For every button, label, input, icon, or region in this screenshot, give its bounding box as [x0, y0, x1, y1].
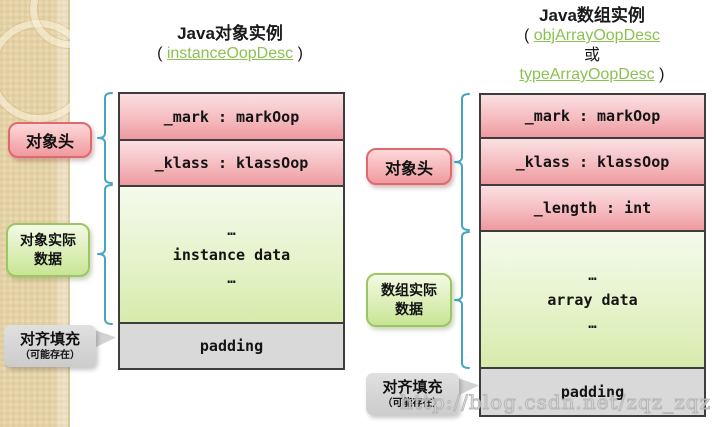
left-row-klass-label: _klass : klassOop: [154, 154, 309, 172]
right-row-mark: _mark : markOop: [481, 95, 704, 137]
ellipsis-bottom: …: [588, 315, 597, 332]
left-object-header-label: 对象头: [8, 122, 92, 158]
left-subtitle: ( instanceOopDesc ): [100, 44, 360, 64]
right-array-data-text1: 数组实际: [381, 282, 437, 298]
left-row-instance-data-label: instance data: [172, 245, 291, 264]
left-object-data-text2: 数据: [34, 251, 62, 267]
left-paren-close: ): [293, 45, 303, 62]
csdn-blog-watermark: http://blog.csdn.net/zqz_zqz: [399, 390, 712, 415]
right-row-length-label: _length : int: [533, 199, 652, 217]
left-row-instance-data: … instance data …: [120, 185, 343, 322]
right-object-header-label: 对象头: [366, 148, 452, 185]
left-instanceOopDesc-link[interactable]: instanceOopDesc: [166, 45, 294, 62]
left-row-mark-label: _mark : markOop: [163, 107, 300, 126]
right-array-data-text2: 数据: [395, 301, 423, 317]
left-row-padding-label: padding: [199, 337, 264, 355]
right-paren-close: ): [654, 66, 665, 83]
left-memory-box: _mark : markOop _klass : klassOop … inst…: [118, 92, 345, 370]
left-data-brace: [97, 184, 113, 325]
left-header-brace: [97, 92, 113, 184]
left-diagram-title: Java对象实例 ( instanceOopDesc ): [100, 23, 360, 64]
right-objArrayOopDesc-link[interactable]: objArrayOopDesc: [533, 27, 661, 44]
right-header-brace: [454, 93, 470, 231]
ellipsis-top: …: [588, 267, 597, 284]
right-subtitle-line1: ( objArrayOopDesc: [462, 26, 714, 46]
right-memory-box: _mark : markOop _klass : klassOop _lengt…: [479, 93, 706, 417]
left-row-mark: _mark : markOop: [120, 94, 343, 139]
right-row-mark-label: _mark : markOop: [524, 107, 661, 125]
left-title-text: Java对象实例: [177, 24, 283, 43]
right-diagram-title: Java数组实例 ( objArrayOopDesc 或 typeArrayOo…: [462, 5, 714, 85]
left-object-data-label: 对象实际 数据: [6, 223, 90, 277]
right-row-padding: padding: [481, 367, 704, 415]
left-paren-open: (: [157, 45, 167, 62]
right-row-length: _length : int: [481, 184, 704, 230]
right-subtitle-line2: typeArrayOopDesc ): [462, 65, 714, 85]
right-subtitle-or: 或: [583, 46, 600, 64]
right-align-text2: （可能存在）: [382, 397, 443, 409]
right-row-array-data-label: array data: [547, 290, 638, 309]
ellipsis-top: …: [227, 222, 236, 239]
left-object-header-text: 对象头: [25, 134, 74, 151]
left-align-padding-label: 对齐填充 （可能存在）: [4, 325, 96, 367]
right-row-klass-label: _klass : klassOop: [515, 152, 670, 171]
left-row-klass: _klass : klassOop: [120, 139, 343, 185]
ellipsis-bottom: …: [227, 270, 236, 287]
right-title-text: Java数组实例: [539, 6, 645, 25]
right-typeArrayOopDesc-link[interactable]: typeArrayOopDesc: [519, 66, 655, 83]
right-row-klass: _klass : klassOop: [481, 137, 704, 184]
right-data-brace: [454, 231, 470, 369]
right-object-header-text: 对象头: [384, 160, 433, 178]
left-object-data-text1: 对象实际: [20, 232, 76, 248]
left-align-text1: 对齐填充: [19, 330, 80, 348]
right-paren-open: (: [523, 27, 534, 44]
left-align-text2: （可能存在）: [20, 349, 80, 361]
left-row-padding: padding: [120, 322, 343, 368]
right-align-text1: 对齐填充: [382, 378, 443, 396]
right-row-array-data: … array data …: [481, 230, 704, 367]
right-array-data-label: 数组实际 数据: [366, 273, 452, 327]
right-row-padding-label: padding: [560, 383, 625, 401]
right-align-padding-label: 对齐填充 （可能存在）: [366, 373, 459, 415]
